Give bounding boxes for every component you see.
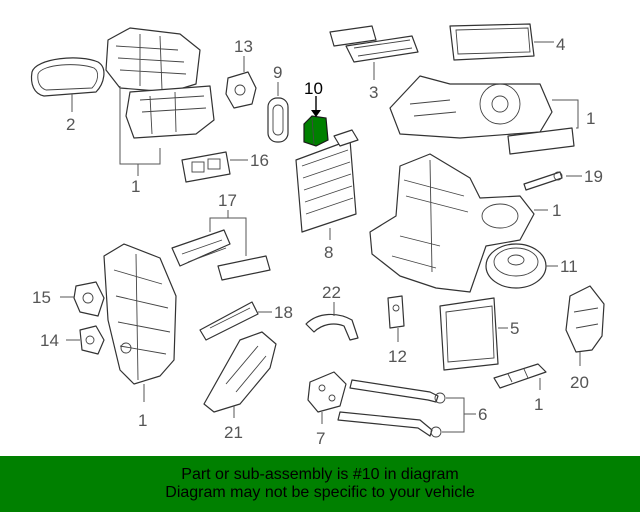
callout-8[interactable]: 8 [324, 243, 333, 262]
banner-line-2: Diagram may not be specific to your vehi… [165, 484, 475, 501]
callout-18[interactable]: 18 [274, 303, 293, 322]
part-22-hose[interactable] [305, 313, 359, 341]
callout-1a[interactable]: 1 [131, 177, 140, 196]
part-9-grommet[interactable] [267, 97, 289, 143]
part-3-door[interactable] [329, 25, 419, 63]
callout-9[interactable]: 9 [273, 63, 282, 82]
part-1-lower-bracket[interactable] [493, 363, 547, 389]
leader-1b [552, 99, 579, 129]
part-1-lower-housing[interactable] [103, 243, 177, 385]
callout-6[interactable]: 6 [478, 405, 487, 424]
leader-6 [442, 397, 465, 433]
callout-1c[interactable]: 1 [552, 201, 561, 220]
callout-2[interactable]: 2 [66, 115, 75, 134]
part-8-evaporator[interactable] [295, 129, 359, 233]
callout-1d[interactable]: 1 [138, 411, 147, 430]
part-16-bracket[interactable] [181, 151, 231, 183]
callout-20[interactable]: 20 [570, 373, 589, 392]
part-12-sensor[interactable] [387, 295, 405, 329]
callout-5[interactable]: 5 [510, 319, 519, 338]
part-6-tubes[interactable] [337, 379, 446, 438]
part-1-upper-housing[interactable] [105, 27, 215, 139]
callout-1b[interactable]: 1 [586, 109, 595, 128]
part-4-filter[interactable] [449, 23, 535, 61]
part-21-duct[interactable] [203, 331, 277, 413]
part-20-bracket[interactable] [565, 285, 605, 353]
part-7-bracket[interactable] [307, 371, 347, 413]
callout-3[interactable]: 3 [369, 83, 378, 102]
part-10-highlighted[interactable] [303, 115, 329, 147]
callout-14[interactable]: 14 [40, 331, 59, 350]
callout-4[interactable]: 4 [556, 35, 565, 54]
callout-1e[interactable]: 1 [534, 395, 543, 414]
part-14-actuator[interactable] [79, 325, 105, 355]
callout-17[interactable]: 17 [218, 191, 237, 210]
part-1-blower-upper[interactable] [389, 75, 575, 155]
exploded-parts-diagram: 2 1 16 13 9 10 8 [30, 23, 605, 448]
part-1-main-housing[interactable] [369, 153, 535, 293]
arrowhead-10 [311, 110, 321, 117]
banner-line-1: Part or sub-assembly is #10 in diagram [181, 466, 459, 483]
callout-16[interactable]: 16 [250, 151, 269, 170]
callout-19[interactable]: 19 [584, 167, 603, 186]
info-banner: Part or sub-assembly is #10 in diagram D… [0, 456, 640, 512]
part-15-actuator[interactable] [73, 281, 105, 317]
part-13-actuator[interactable] [225, 71, 257, 109]
part-17-door-assembly[interactable] [171, 229, 271, 281]
part-18-seal[interactable] [199, 301, 259, 341]
part-19-rod[interactable] [523, 171, 563, 191]
callout-15[interactable]: 15 [32, 288, 51, 307]
callout-10[interactable]: 10 [304, 79, 323, 98]
callout-22[interactable]: 22 [322, 283, 341, 302]
part-2-seal[interactable] [30, 57, 105, 97]
callout-21[interactable]: 21 [224, 423, 243, 442]
part-5-heater-core[interactable] [439, 297, 499, 371]
part-11-blower-motor[interactable] [485, 243, 547, 289]
callout-12[interactable]: 12 [388, 347, 407, 366]
leader-1a [119, 86, 161, 165]
callout-13[interactable]: 13 [234, 37, 253, 56]
callout-11[interactable]: 11 [560, 257, 578, 276]
callout-7[interactable]: 7 [316, 429, 325, 448]
